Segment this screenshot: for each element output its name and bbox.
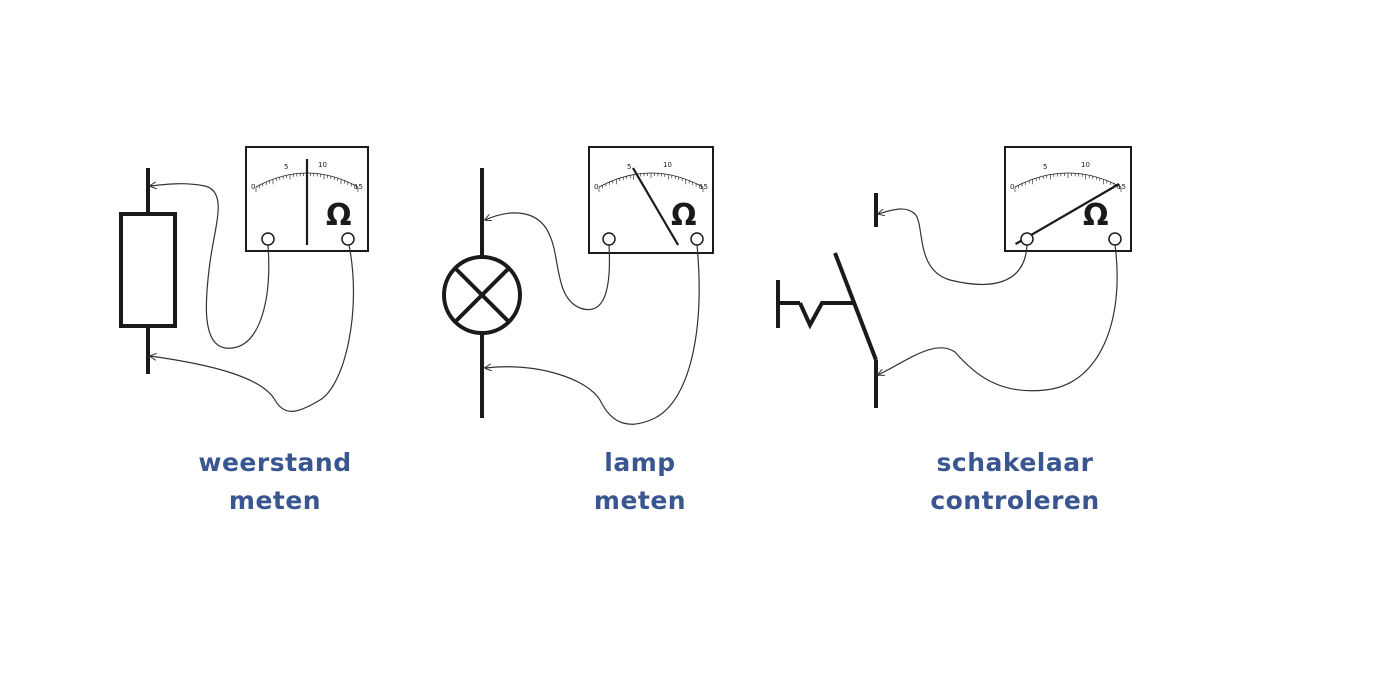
- scale-label-15: 15: [699, 183, 708, 191]
- scale-label-0: 0: [594, 183, 598, 191]
- panel-lamp: 0 5 10 15 Ω: [442, 146, 714, 425]
- meter-terminal-right: [1108, 232, 1122, 246]
- panel-switch: 0 5 10 15 Ω: [776, 146, 1132, 408]
- meter-terminal-left: [1020, 232, 1034, 246]
- scale-label-5: 5: [627, 163, 631, 171]
- caption-switch: schakelaar controleren: [890, 444, 1140, 520]
- caption-line-1: lamp: [604, 448, 676, 477]
- ohm-symbol: Ω: [326, 198, 352, 233]
- scale-label-10: 10: [318, 161, 327, 169]
- scale-label-0: 0: [1010, 183, 1014, 191]
- scale-label-5: 5: [1043, 163, 1047, 171]
- probe-wire-bottom: [485, 244, 700, 425]
- meter-terminal-right: [690, 232, 704, 246]
- caption-line-2: meten: [228, 486, 322, 515]
- ohm-symbol: Ω: [671, 198, 697, 233]
- scale-label-10: 10: [663, 161, 672, 169]
- probe-wire-bottom: [878, 244, 1118, 392]
- probe-wire-top: [485, 212, 611, 311]
- probe-wire-bottom: [150, 244, 355, 412]
- scale-label-10: 10: [1081, 161, 1090, 169]
- push-switch-symbol: [776, 193, 878, 408]
- caption-resistor: weerstand meten: [170, 444, 380, 520]
- caption-line-1: schakelaar: [936, 448, 1094, 477]
- caption-line-1: weerstand: [198, 448, 352, 477]
- meter-terminal-right: [341, 232, 355, 246]
- caption-line-2: controleren: [930, 486, 1100, 515]
- probe-wire-top: [150, 184, 270, 349]
- ohmmeter: 0 5 10 15 Ω: [245, 146, 369, 252]
- meter-terminal-left: [602, 232, 616, 246]
- resistor-symbol: [119, 168, 177, 374]
- caption-lamp: lamp meten: [540, 444, 740, 520]
- probe-wire-top: [878, 208, 1028, 286]
- caption-line-2: meten: [593, 486, 687, 515]
- meter-terminal-left: [261, 232, 275, 246]
- scale-label-0: 0: [251, 183, 255, 191]
- panel-resistor: 0 5 10 15 Ω: [119, 146, 369, 412]
- ohm-symbol: Ω: [1083, 198, 1109, 233]
- ohmmeter: 0 5 10 15 Ω: [1004, 146, 1132, 252]
- lamp-symbol: [442, 168, 522, 418]
- scale-label-15: 15: [354, 183, 363, 191]
- scale-label-5: 5: [284, 163, 288, 171]
- meter-needle: [632, 167, 680, 246]
- scale-label-15: 15: [1117, 183, 1126, 191]
- ohmmeter: 0 5 10 15 Ω: [588, 146, 714, 254]
- meter-needle: [1014, 183, 1120, 245]
